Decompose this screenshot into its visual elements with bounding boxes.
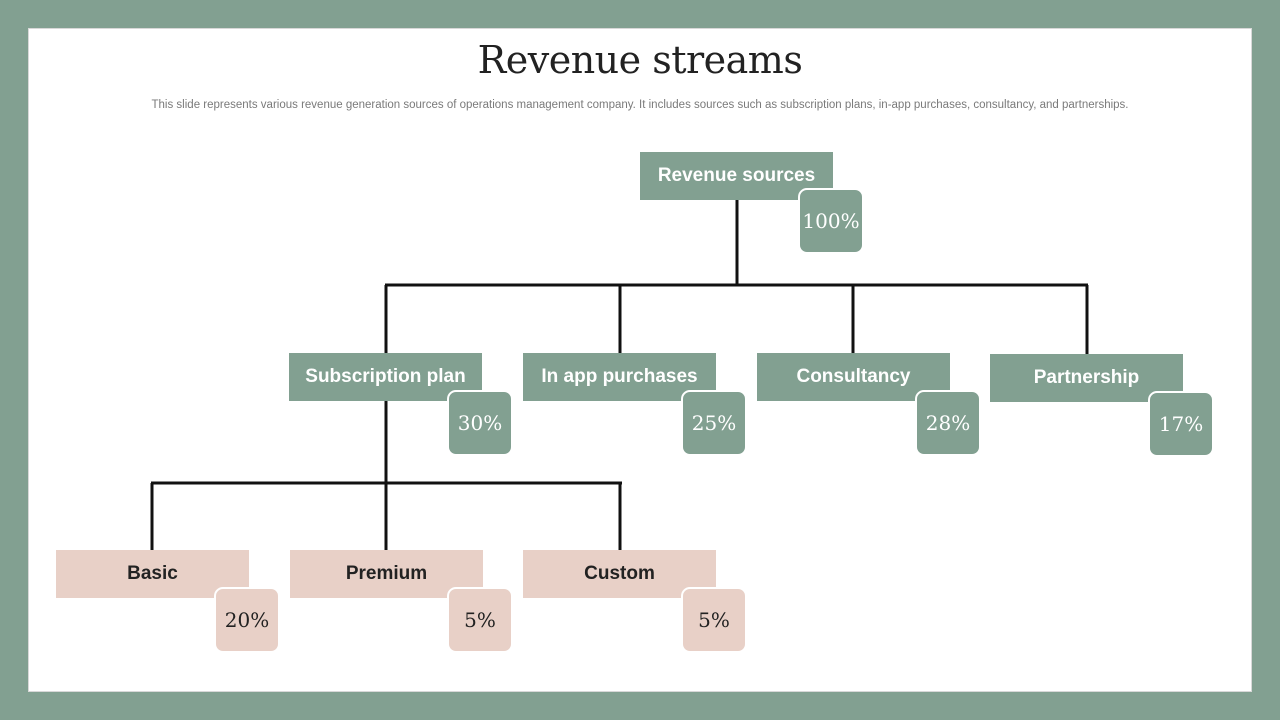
node-premium: Premium [290,550,483,598]
percent-badge-in-app-purchases: 25% [681,390,747,456]
percent-badge-consultancy: 28% [915,390,981,456]
page-subtitle: This slide represents various revenue ge… [151,99,1129,111]
percent-badge-subscription-plan: 30% [447,390,513,456]
percent-badge-custom: 5% [681,587,747,653]
node-basic: Basic [56,550,249,598]
percent-badge-basic: 20% [214,587,280,653]
page-title: Revenue streams [477,38,803,82]
percent-badge-premium: 5% [447,587,513,653]
percent-badge-partnership: 17% [1148,391,1214,457]
percent-badge-revenue-sources: 100% [798,188,864,254]
